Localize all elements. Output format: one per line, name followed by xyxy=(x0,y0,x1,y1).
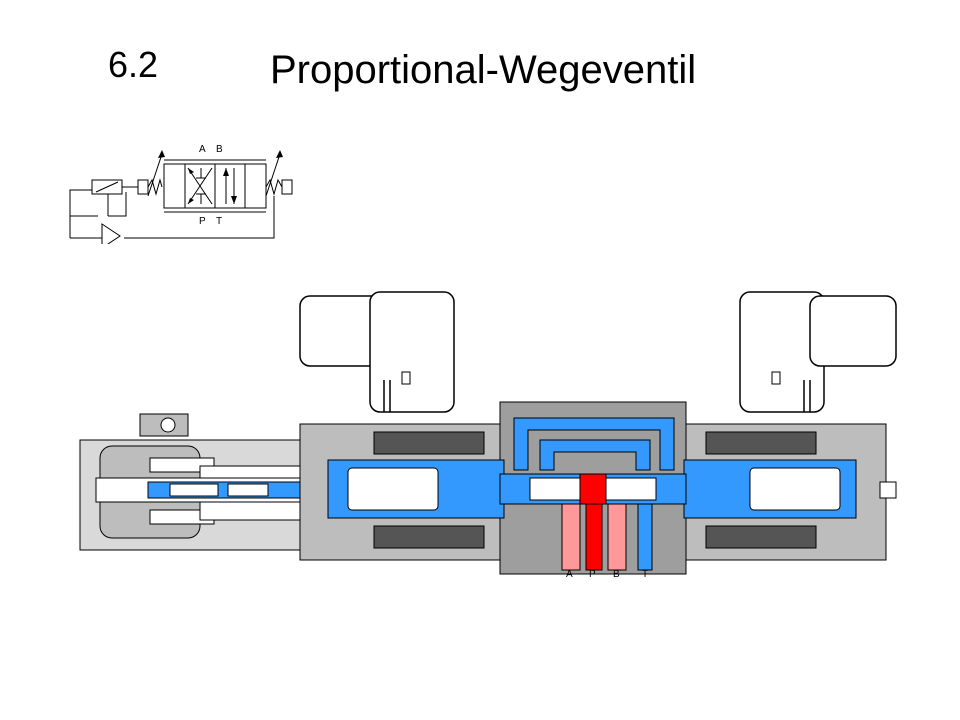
tank-channel xyxy=(539,439,651,471)
section-port-p: P xyxy=(589,569,596,580)
symbol-port-b: B xyxy=(216,144,223,155)
spring-icon xyxy=(265,178,283,196)
slide-title: Proportional-Wegeventil xyxy=(270,48,697,92)
section-port-a: A xyxy=(566,569,573,580)
port-t-channel xyxy=(637,503,653,571)
port-p-channel xyxy=(585,503,603,571)
symbol-port-t: T xyxy=(216,216,222,227)
solenoid-icon xyxy=(281,179,293,195)
symbol-port-a: A xyxy=(199,144,206,155)
port-b-channel xyxy=(607,503,627,571)
valve-cross-section: A P B T xyxy=(79,291,897,580)
port-a-channel xyxy=(561,503,581,571)
solenoid-icon xyxy=(137,179,149,195)
right-connector xyxy=(739,291,897,413)
amplifier-icon xyxy=(101,223,121,244)
section-port-t: T xyxy=(642,569,648,580)
feedback-line xyxy=(69,189,92,238)
section-port-b: B xyxy=(613,569,620,580)
spring-icon xyxy=(147,178,163,196)
tank-channel xyxy=(513,417,675,471)
left-coil-top xyxy=(373,431,485,455)
end-plug xyxy=(879,481,897,499)
position-transducer xyxy=(79,413,349,551)
symbol-port-p: P xyxy=(199,216,206,227)
left-coil-bottom xyxy=(373,525,485,549)
valve-symbol-diagram: A B P T xyxy=(69,144,293,244)
right-coil-top xyxy=(705,431,817,455)
left-connector xyxy=(299,291,455,413)
right-coil-bottom xyxy=(705,525,817,549)
slide-number: 6.2 xyxy=(108,44,159,85)
